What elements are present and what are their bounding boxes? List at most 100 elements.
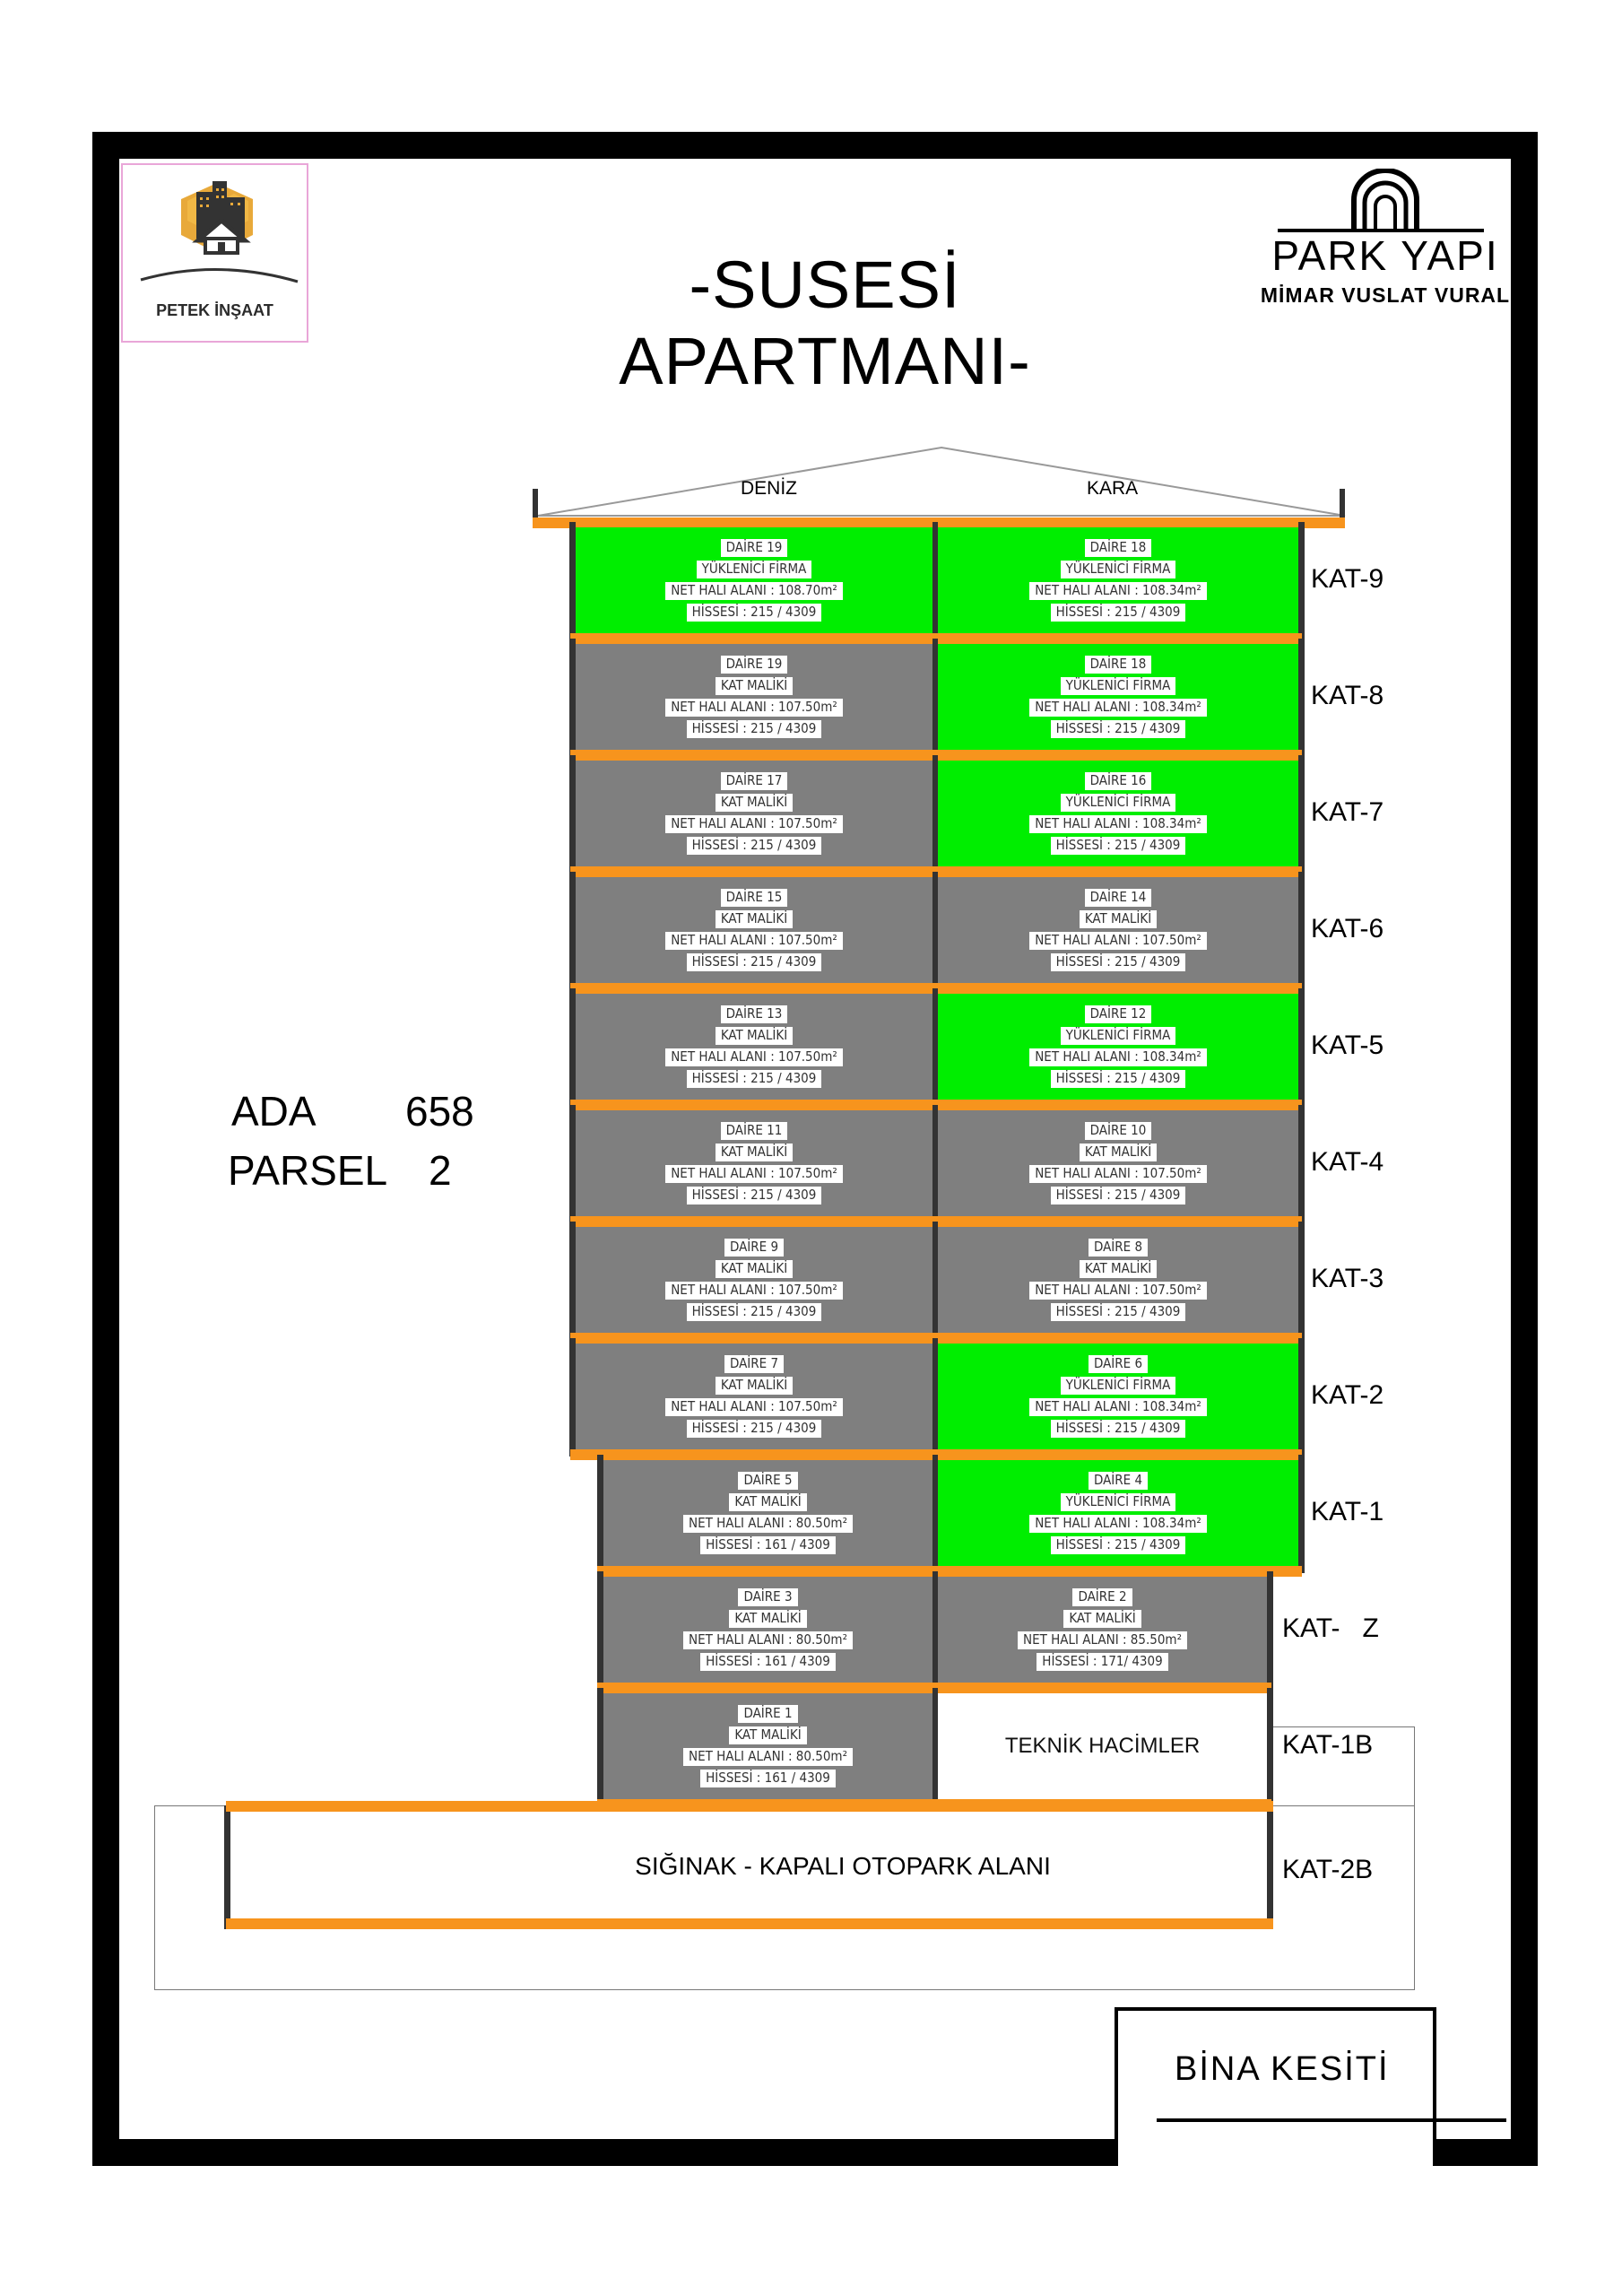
floor-label-kat-z: KAT- Z xyxy=(1282,1613,1379,1643)
unit-owner: YÜKLENİCİ FİRMA xyxy=(1060,561,1176,578)
unit-share: HİSSESİ : 171/ 4309 xyxy=(1037,1653,1168,1671)
petek-logo-text: PETEK İNŞAAT xyxy=(156,301,273,319)
unit-name: DAİRE 18 xyxy=(1084,656,1152,674)
roof-label-left: DENİZ xyxy=(741,478,797,499)
roof xyxy=(533,446,1346,519)
wall-left xyxy=(597,1455,603,1573)
roof-label-right: KARA xyxy=(1087,478,1139,499)
basement-wall-left xyxy=(224,1805,230,1929)
unit-name: DAİRE 6 xyxy=(1088,1355,1149,1373)
unit-name: DAİRE 7 xyxy=(724,1355,785,1373)
unit-area: NET HALI ALANI : 107.50m² xyxy=(1029,932,1207,950)
wall-left xyxy=(569,755,576,874)
wall-right xyxy=(1267,1571,1273,1690)
wall-left xyxy=(569,872,576,990)
wall-right xyxy=(1298,639,1305,757)
unit-owner: KAT MALİKİ xyxy=(715,1144,794,1161)
unit-owner: KAT MALİKİ xyxy=(1079,1144,1158,1161)
unit-area: NET HALI ALANI : 107.50m² xyxy=(1029,1282,1207,1300)
wall-left xyxy=(597,1688,603,1806)
unit-share: HİSSESİ : 161 / 4309 xyxy=(700,1536,836,1554)
unit-share: HİSSESİ : 215 / 4309 xyxy=(1050,1187,1186,1205)
wall-right xyxy=(1298,755,1305,874)
floor-label-kat-1: KAT-1 xyxy=(1311,1497,1384,1526)
wall-right xyxy=(1298,1455,1305,1573)
slab-basement-bottom xyxy=(226,1918,1273,1929)
unit-share: HİSSESİ : 215 / 4309 xyxy=(686,1420,822,1438)
unit-name: DAİRE 19 xyxy=(720,656,788,674)
unit-area: NET HALI ALANI : 107.50m² xyxy=(1029,1165,1207,1183)
floor-label-kat-9: KAT-9 xyxy=(1311,564,1384,594)
wall-right xyxy=(1298,1338,1305,1457)
basement-text: SIĞINAK - KAPALI OTOPARK ALANI xyxy=(635,1852,1051,1880)
wall-left xyxy=(569,988,576,1107)
unit-owner: KAT MALİKİ xyxy=(715,677,794,695)
wall-middle xyxy=(932,1222,938,1340)
unit-name: DAİRE 16 xyxy=(1084,772,1152,790)
unit-owner: YÜKLENİCİ FİRMA xyxy=(1060,1377,1176,1395)
unit-share: HİSSESİ : 215 / 4309 xyxy=(1050,953,1186,971)
unit-owner: KAT MALİKİ xyxy=(715,1260,794,1278)
unit-name: DAİRE 5 xyxy=(738,1472,798,1490)
unit-share: HİSSESİ : 215 / 4309 xyxy=(686,953,822,971)
wall-right xyxy=(1298,1222,1305,1340)
arch-logo-icon xyxy=(1351,169,1419,230)
unit-owner: YÜKLENİCİ FİRMA xyxy=(1060,1027,1176,1045)
unit-name: DAİRE 8 xyxy=(1088,1239,1149,1257)
wall-left xyxy=(569,1222,576,1340)
wall-left xyxy=(569,1105,576,1223)
unit-owner: KAT MALİKİ xyxy=(1063,1610,1141,1628)
unit-name: DAİRE 15 xyxy=(720,889,788,907)
floor-label-kat-3: KAT-3 xyxy=(1311,1264,1384,1293)
unit-area: NET HALI ALANI : 108.34m² xyxy=(1029,1398,1207,1416)
unit-owner: KAT MALİKİ xyxy=(729,1610,807,1628)
unit-share: HİSSESİ : 215 / 4309 xyxy=(686,604,822,622)
unit-share: HİSSESİ : 215 / 4309 xyxy=(686,1303,822,1321)
unit-owner: YÜKLENİCİ FİRMA xyxy=(696,561,812,578)
wall-right xyxy=(1298,872,1305,990)
lower-floor-outline xyxy=(1268,1726,1415,1807)
floor-label-kat-1b: KAT-1B xyxy=(1282,1730,1374,1760)
unit-name: DAİRE 14 xyxy=(1084,889,1152,907)
unit-name: DAİRE 9 xyxy=(724,1239,785,1257)
unit-cell-right: TEKNİK HACİMLER xyxy=(938,1693,1267,1799)
unit-share: HİSSESİ : 215 / 4309 xyxy=(686,837,822,855)
unit-name: DAİRE 4 xyxy=(1088,1472,1149,1490)
unit-area: NET HALI ALANI : 107.50m² xyxy=(665,1165,843,1183)
ada-value: 658 xyxy=(405,1088,474,1135)
unit-area: NET HALI ALANI : 107.50m² xyxy=(665,932,843,950)
unit-name: DAİRE 18 xyxy=(1084,539,1152,557)
wall-middle xyxy=(932,639,938,757)
wall-middle xyxy=(932,1571,938,1690)
wall-right xyxy=(1298,522,1305,640)
unit-area: NET HALI ALANI : 107.50m² xyxy=(665,1398,843,1416)
wall-left xyxy=(569,522,576,640)
floor-label-kat-2b: KAT-2B xyxy=(1282,1855,1374,1884)
unit-area: NET HALI ALANI : 108.34m² xyxy=(1029,815,1207,833)
wall-right xyxy=(1298,1105,1305,1223)
wall-middle xyxy=(932,522,938,640)
wall-middle xyxy=(932,988,938,1107)
unit-share: HİSSESİ : 215 / 4309 xyxy=(1050,604,1186,622)
basement-wall-right xyxy=(1267,1805,1273,1929)
unit-area: NET HALI ALANI : 80.50m² xyxy=(683,1515,853,1533)
unit-name: DAİRE 3 xyxy=(738,1588,798,1606)
unit-area: NET HALI ALANI : 107.50m² xyxy=(665,1282,843,1300)
unit-area: NET HALI ALANI : 108.34m² xyxy=(1029,1515,1207,1533)
unit-area: NET HALI ALANI : 80.50m² xyxy=(683,1748,853,1766)
unit-share: HİSSESİ : 215 / 4309 xyxy=(1050,837,1186,855)
unit-name: DAİRE 11 xyxy=(720,1122,788,1140)
unit-name: DAİRE 19 xyxy=(720,539,788,557)
unit-share: HİSSESİ : 215 / 4309 xyxy=(1050,1303,1186,1321)
unit-area: NET HALI ALANI : 107.50m² xyxy=(665,1048,843,1066)
